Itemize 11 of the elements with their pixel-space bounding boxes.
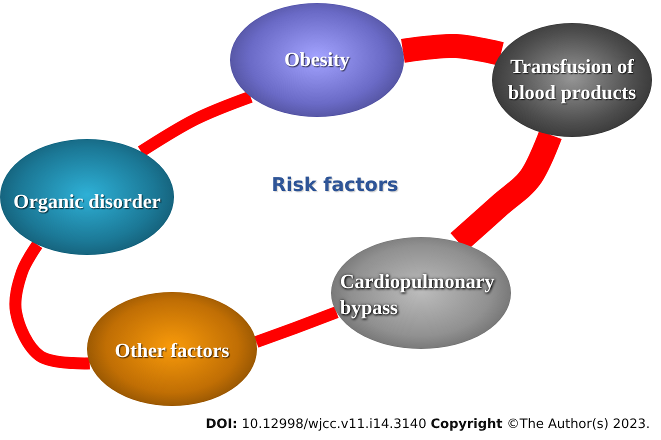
curved-connector bbox=[401, 34, 504, 66]
curved-connector bbox=[254, 306, 339, 348]
node-label: Obesity bbox=[284, 48, 350, 73]
node-label: Transfusion of blood products bbox=[506, 55, 637, 106]
node-label: Other factors bbox=[114, 339, 230, 364]
curved-connector bbox=[138, 91, 253, 157]
node-label: Cardiopulmonary bypass bbox=[340, 270, 496, 321]
node-label: Organic disorder bbox=[13, 190, 161, 215]
curved-connector bbox=[9, 241, 90, 370]
caption-text: DOI: 10.12998/wjcc.v11.i14.3140 Copyright ©The Author(s) 2023. bbox=[206, 417, 650, 432]
center-label: Risk factors bbox=[272, 174, 398, 196]
